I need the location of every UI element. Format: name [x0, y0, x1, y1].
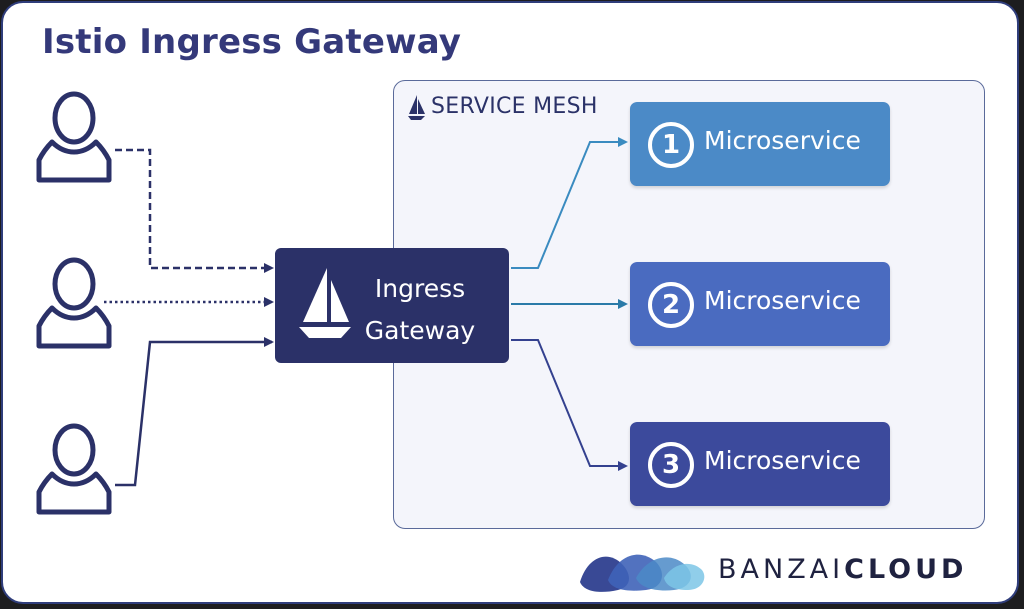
logo-text-bold: CLOUD	[844, 554, 968, 585]
banzai-cloud-logo-icon	[580, 554, 705, 592]
user-icon	[36, 257, 112, 349]
microservice-2-label: Microservice	[704, 286, 861, 315]
microservice-1-label: Microservice	[704, 126, 861, 155]
diagram-title: Istio Ingress Gateway	[42, 22, 462, 62]
istio-sail-icon	[299, 268, 351, 338]
microservice-3-number: 3	[648, 442, 694, 488]
banzai-cloud-logo-text: BANZAICLOUD	[718, 554, 967, 585]
ingress-gateway-label: Ingress Gateway	[355, 268, 485, 352]
gateway-label-line2: Gateway	[364, 316, 476, 345]
microservice-1-number: 1	[648, 122, 694, 168]
microservice-3-label: Microservice	[704, 446, 861, 475]
gateway-label-line1: Ingress	[374, 274, 466, 303]
istio-sail-icon	[408, 95, 425, 120]
microservice-2-box: 2 Microservice	[630, 262, 890, 346]
microservice-3-box: 3 Microservice	[630, 422, 890, 506]
microservice-2-number: 2	[648, 282, 694, 328]
user-icon	[36, 423, 112, 515]
service-mesh-label: SERVICE MESH	[431, 94, 598, 119]
logo-text-light: BANZAI	[718, 554, 845, 585]
user-icon	[36, 91, 112, 183]
microservice-1-box: 1 Microservice	[630, 102, 890, 186]
